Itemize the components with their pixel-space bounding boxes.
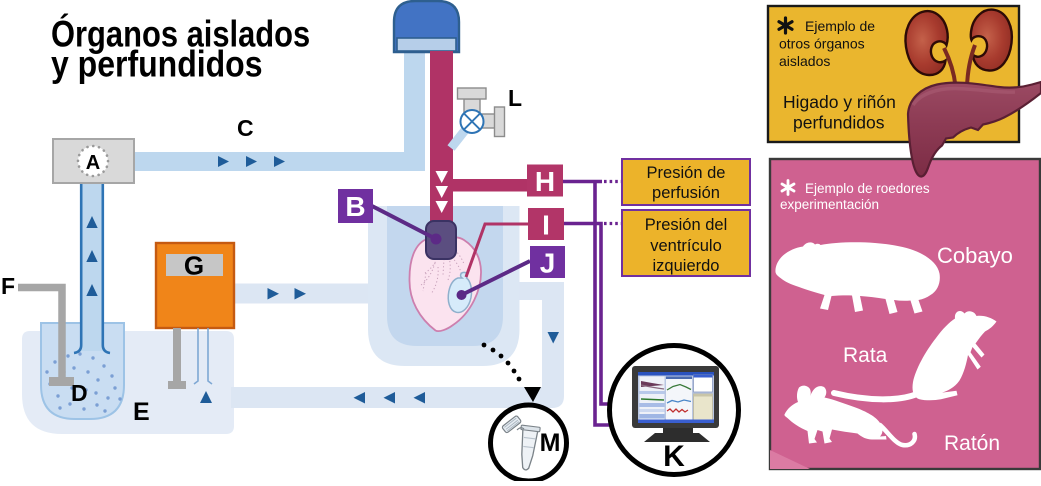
svg-text:ventrículo: ventrículo	[650, 237, 722, 255]
svg-text:E: E	[133, 398, 150, 426]
svg-text:aislados: aislados	[779, 53, 830, 69]
svg-text:H: H	[535, 166, 555, 197]
svg-text:D: D	[71, 380, 88, 406]
svg-text:F: F	[1, 273, 15, 299]
svg-text:J: J	[540, 248, 556, 279]
svg-text:izquierdo: izquierdo	[653, 257, 720, 275]
svg-text:Cobayo: Cobayo	[937, 243, 1013, 268]
svg-text:L: L	[508, 85, 522, 111]
svg-text:Ratón: Ratón	[944, 432, 1000, 455]
svg-text:Órganos aislados: Órganos aislados	[51, 14, 310, 55]
svg-text:C: C	[237, 115, 254, 141]
svg-text:Higado y riñón: Higado y riñón	[783, 92, 896, 112]
svg-text:G: G	[184, 251, 204, 281]
svg-text:A: A	[86, 152, 100, 174]
svg-text:otros órganos: otros órganos	[779, 36, 865, 52]
svg-text:experimentación: experimentación	[780, 197, 879, 212]
svg-text:I: I	[542, 210, 550, 241]
svg-text:B: B	[345, 191, 365, 222]
svg-text:Presión de: Presión de	[647, 164, 726, 182]
svg-text:y perfundidos: y perfundidos	[51, 44, 263, 85]
svg-text:Ejemplo de roedores: Ejemplo de roedores	[805, 181, 930, 196]
svg-text:Presión del: Presión del	[645, 216, 728, 234]
svg-text:Ejemplo de: Ejemplo de	[805, 18, 875, 34]
svg-text:K: K	[663, 440, 685, 473]
svg-text:Rata: Rata	[843, 344, 888, 367]
svg-text:perfundidos: perfundidos	[793, 113, 885, 133]
svg-text:perfusión: perfusión	[652, 184, 720, 202]
svg-text:M: M	[540, 429, 561, 457]
